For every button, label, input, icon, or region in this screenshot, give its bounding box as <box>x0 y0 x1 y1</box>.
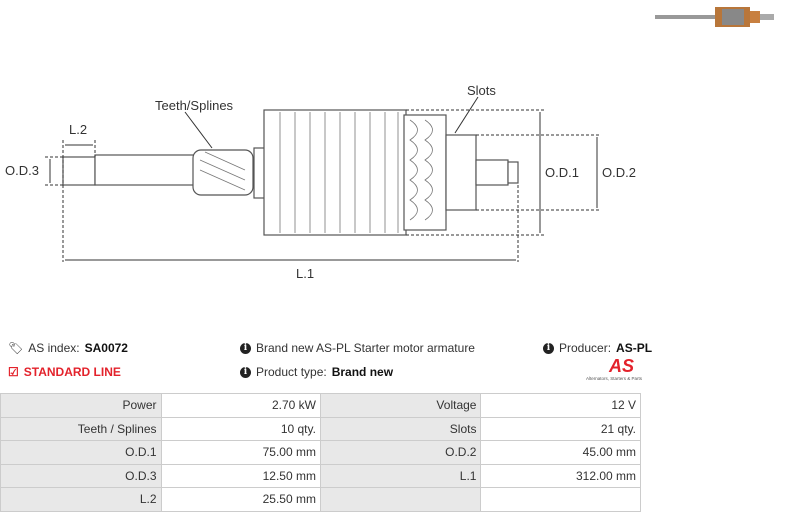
info-icon: i <box>240 342 251 354</box>
spec-label: L.2 <box>0 487 162 512</box>
spec-label: Voltage <box>319 393 482 418</box>
description: i Brand new AS-PL Starter motor armature <box>240 341 475 355</box>
spec-value: 75.00 mm <box>160 440 321 465</box>
spec-label <box>319 487 482 512</box>
label-od2: O.D.2 <box>602 165 636 180</box>
spec-value: 312.00 mm <box>480 463 641 488</box>
tag-icon: 🏷︎ <box>8 341 24 355</box>
spec-value: 21 qty. <box>480 416 641 441</box>
label-slots: Slots <box>467 83 496 98</box>
spec-label: Slots <box>319 416 482 441</box>
label-l1: L.1 <box>296 266 314 281</box>
label-l2: L.2 <box>69 122 87 137</box>
label-teeth-splines: Teeth/Splines <box>155 98 234 113</box>
armature-diagram: Teeth/Splines Slots O.D.1 O.D.2 O.D.3 L.… <box>5 7 774 281</box>
spec-value: 2.70 kW <box>160 393 321 418</box>
standard-line-badge: ☑ STANDARD LINE <box>8 365 121 379</box>
as-pl-logo: AS Alternators, Starters & Parts <box>585 356 642 381</box>
info-icon: i <box>543 342 554 354</box>
label-od1: O.D.1 <box>545 165 579 180</box>
label-od3: O.D.3 <box>5 163 39 178</box>
spec-label: Power <box>0 393 162 418</box>
spec-value: 12.50 mm <box>160 463 321 488</box>
info-icon: i <box>240 366 251 378</box>
product-type: i Product type:Brand new <box>240 365 393 379</box>
producer: i Producer:AS-PL <box>543 341 652 355</box>
spec-value: 45.00 mm <box>480 440 641 465</box>
thumbnail-image[interactable] <box>655 7 774 27</box>
spec-label: L.1 <box>319 463 482 488</box>
as-index: 🏷︎ AS index:SA0072 <box>8 341 128 355</box>
spec-label: O.D.1 <box>0 440 162 465</box>
spec-value: 25.50 mm <box>160 487 321 512</box>
spec-label: O.D.3 <box>0 463 162 488</box>
spec-value <box>480 487 641 512</box>
spec-value: 12 V <box>480 393 641 418</box>
spec-label: Teeth / Splines <box>0 416 162 441</box>
spec-value: 10 qty. <box>160 416 321 441</box>
spec-label: O.D.2 <box>319 440 482 465</box>
checkbox-icon: ☑ <box>8 365 19 379</box>
